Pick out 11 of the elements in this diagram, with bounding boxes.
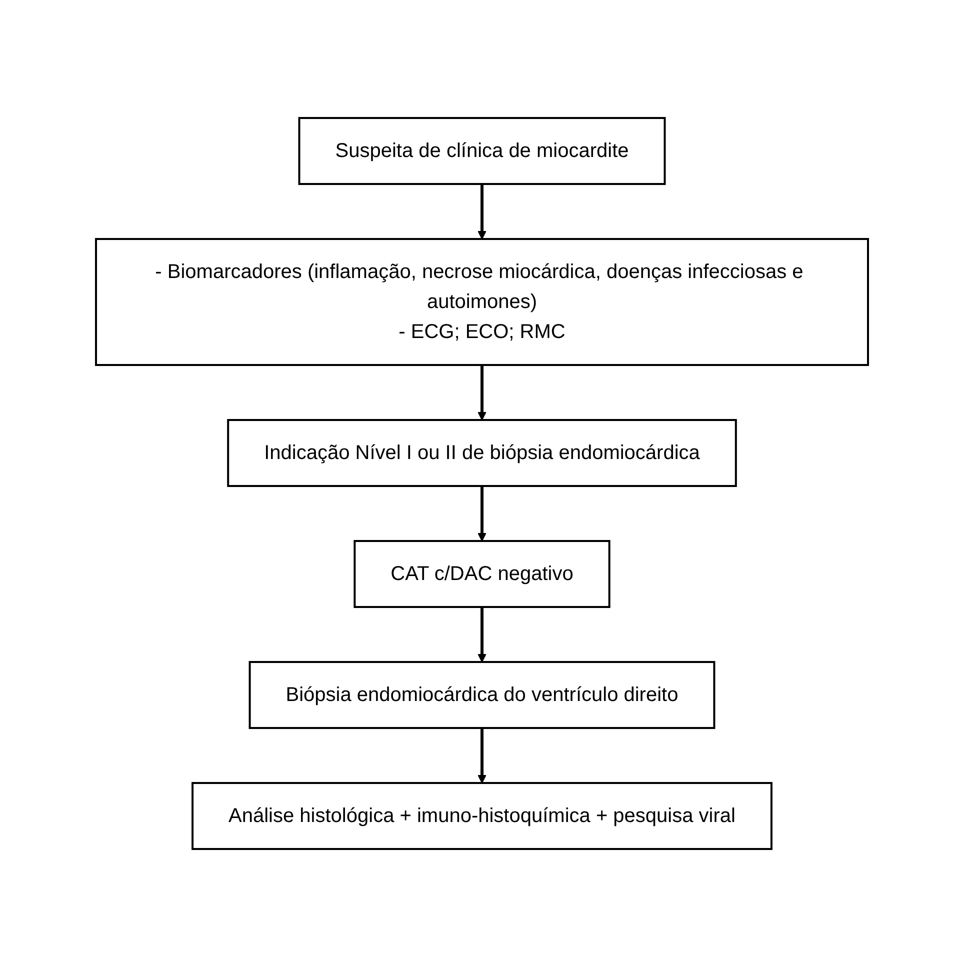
node-box: Análise histológica + imuno-histoquímica + pesquisa viral (192, 782, 772, 850)
node-box: Indicação Nível I ou II de biópsia endomiocárdica (227, 419, 737, 487)
node-box: - Biomarcadores (inflamação, necrose miocárdica, doenças infecciosas e autoimones) - ECG; ECO; RMC (95, 238, 869, 366)
arrow (478, 365, 486, 420)
node-box: CAT c/DAC negativo (354, 540, 610, 608)
node-box: Suspeita de clínica de miocardite (298, 117, 666, 185)
node-box: Biópsia endomiocárdica do ventrículo direito (248, 661, 716, 729)
arrow (478, 486, 486, 542)
arrow (478, 184, 486, 240)
arrow (478, 607, 486, 662)
arrow (478, 728, 486, 784)
